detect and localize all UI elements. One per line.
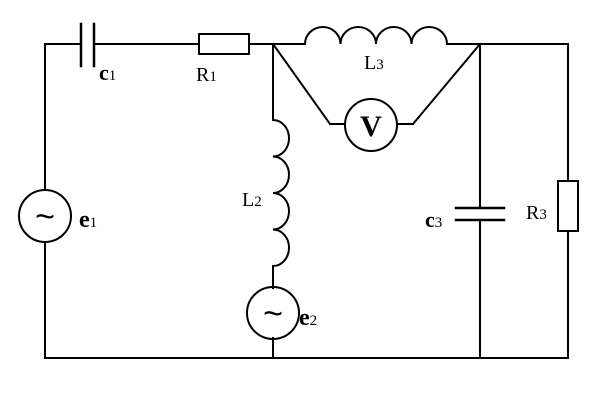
- ac-source-e2: ~: [246, 286, 300, 340]
- wires: [44, 42, 569, 359]
- resistor-r3: [557, 180, 579, 232]
- capacitor-c3: [454, 206, 506, 222]
- label-l3: L3: [364, 52, 384, 74]
- inductor-l2: [271, 118, 290, 268]
- ac-source-e1: ~: [18, 189, 72, 243]
- inductor-l3: [303, 26, 449, 46]
- label-r1: R1: [196, 64, 217, 86]
- voltmeter-label: V: [360, 110, 382, 143]
- label-e2: e2: [299, 305, 317, 331]
- label-r3: R3: [526, 202, 547, 224]
- sine-glyph-e1: ~: [35, 198, 55, 236]
- label-c3: c3: [425, 207, 442, 232]
- label-e1: e1: [79, 207, 97, 233]
- label-l2: L2: [242, 189, 262, 211]
- voltmeter: V: [344, 98, 398, 152]
- label-c1: c1: [99, 60, 116, 85]
- capacitor-c1: [79, 22, 96, 68]
- sine-glyph-e2: ~: [263, 295, 283, 333]
- resistor-r1: [198, 33, 250, 55]
